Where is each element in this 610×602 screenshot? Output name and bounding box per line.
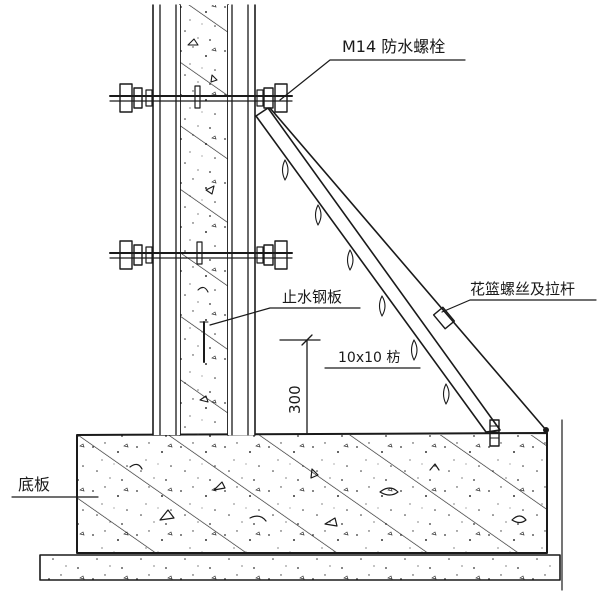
dimension-300: 300 [279,334,321,434]
label-waterstop: 止水钢板 [282,288,342,306]
base-slab [76,432,548,554]
label-base-slab: 底板 [18,475,50,494]
leader-lines [11,59,597,498]
tie-bolt-lower [109,240,293,270]
dimension-label: 300 [286,385,304,414]
turnbuckle-tie-rod [269,107,549,433]
waterstop-plate [199,321,209,363]
left-formwork [152,4,180,436]
label-turnbuckle: 花篮螺丝及拉杆 [470,280,575,298]
label-timber: 10x10 枋 [338,350,400,366]
timber-brace [255,107,501,447]
label-bolt: M14 防水螺栓 [342,37,445,56]
lean-concrete-layer [39,419,563,591]
tie-bolt-upper [109,83,293,113]
right-formwork [228,4,256,436]
concrete-wall [179,4,229,437]
